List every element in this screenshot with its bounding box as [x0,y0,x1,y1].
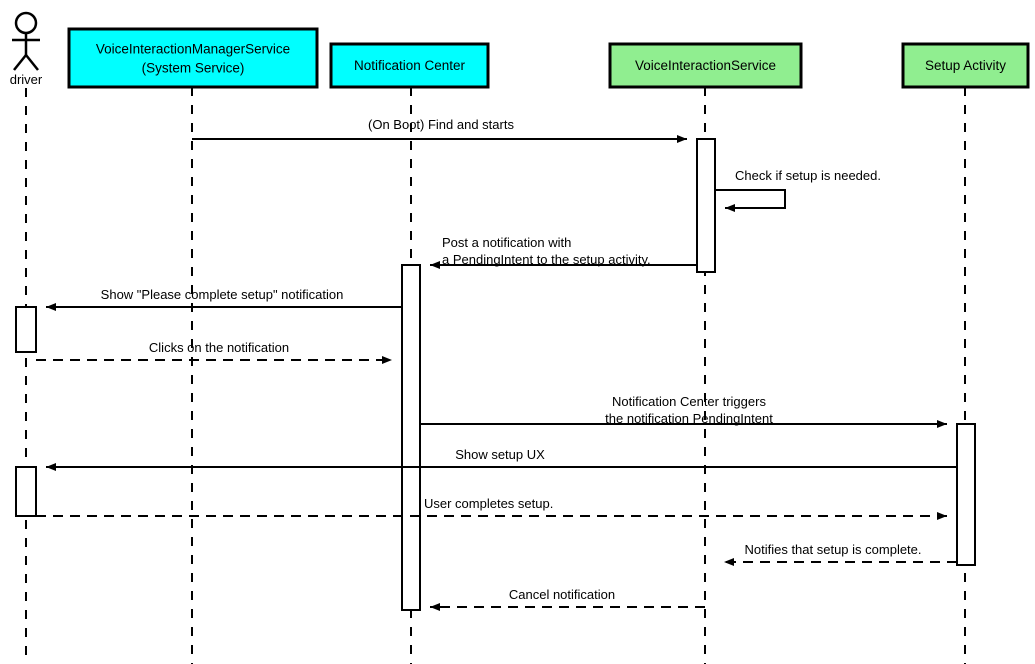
message-m6: Notification Center triggers the notifica… [420,394,947,428]
participant-label-vis: VoiceInteractionService [635,58,776,73]
participant-box-setup_activity[interactable] [901,42,1030,89]
actor-leg-right-icon [25,54,39,71]
message-label-m5: Clicks on the notification [149,340,289,355]
message-m4: Show "Please complete setup" notificatio… [46,287,402,311]
message-m2: Check if setup is needed. [715,168,881,212]
message-m9: Notifies that setup is complete. [724,542,957,566]
message-label-m10: Cancel notification [509,587,615,602]
message-label-m6: Notification Center triggers [612,394,766,409]
message-label-m1: (On Boot) Find and starts [368,117,514,132]
participant-label-notification_center: Notification Center [354,58,466,73]
participants-layer: driver VoiceInteractionManagerService (Sys… [10,11,1030,89]
activation-bar-notification_center-1 [401,264,421,611]
actor-leg-left-icon [13,54,27,71]
participant-box-vis[interactable] [608,42,803,89]
message-m5: Clicks on the notification [36,340,392,364]
participant-label-vims: VoiceInteractionManagerService [96,42,290,57]
participant-notification_center[interactable]: Notification Center [329,42,490,89]
activation-bar-vis-0 [696,138,716,273]
message-m3: Post a notification with a PendingIntent … [430,235,697,269]
message-m10: Cancel notification [430,587,705,611]
activation-bar-driver-4 [15,466,37,517]
participant-setup_activity[interactable]: Setup Activity [901,42,1030,89]
participant-sublabel-vims: (System Service) [142,61,245,76]
actor-label-driver: driver [10,72,43,87]
message-label-m6: the notification PendingIntent [605,411,773,426]
message-m1: (On Boot) Find and starts [192,117,687,143]
message-label-m2: Check if setup is needed. [735,168,881,183]
participant-label-setup_activity: Setup Activity [925,58,1006,73]
message-label-m8: User completes setup. [424,496,553,511]
activations-layer [15,138,976,611]
actor-head-icon [14,11,38,35]
actor-driver: driver [10,11,43,87]
message-m7: Show setup UX [46,447,957,471]
activation-bar-driver-2 [15,306,37,353]
message-label-m4: Show "Please complete setup" notificatio… [101,287,344,302]
activation-bar-setup_activity-3 [956,423,976,566]
message-m8: User completes setup. [36,496,947,520]
message-label-m3: a PendingIntent to the setup activity. [442,252,651,267]
message-label-m7: Show setup UX [455,447,545,462]
participant-box-notification_center[interactable] [329,42,490,89]
message-label-m3: Post a notification with [442,235,571,250]
participant-vims[interactable]: VoiceInteractionManagerService (System Se… [67,27,319,89]
participant-vis[interactable]: VoiceInteractionService [608,42,803,89]
message-arrow-m2 [715,189,786,212]
message-label-m9: Notifies that setup is complete. [744,542,921,557]
participant-box-vims[interactable] [67,27,319,89]
